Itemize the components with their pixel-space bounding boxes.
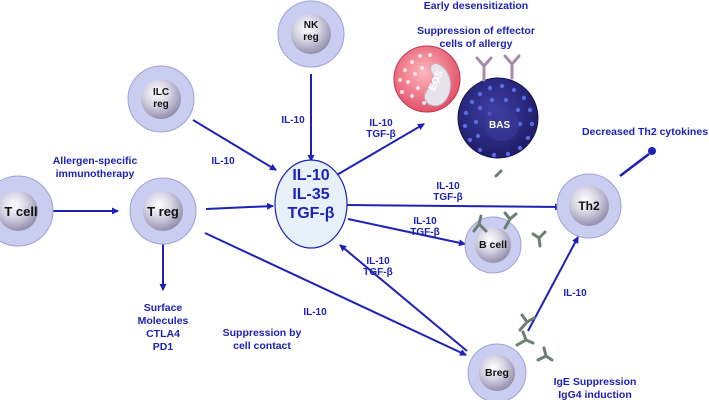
cell-t-reg: [129, 177, 197, 245]
arrow-center-to-effectors: [334, 123, 425, 177]
center-cytokine-il35: IL-35: [292, 186, 330, 203]
arrows: [36, 74, 656, 356]
suppression-contact-line1: Suppression by: [222, 327, 302, 339]
arrow-ilc-to-center: [192, 119, 277, 171]
arrow-label-bcell-line1: IL-10: [413, 216, 437, 227]
suppression-contact-line2: cell contact: [233, 340, 291, 352]
igg4-induction-line2: IgG4 induction: [558, 389, 632, 401]
eosinophil-cell: [393, 45, 461, 113]
center-cytokine-il10: IL-10: [292, 167, 330, 184]
arrow-label-treg-breg-il10: IL-10: [303, 307, 327, 318]
arrow-treg-to-center: [205, 202, 274, 210]
surface-molecules-line1: Surface: [143, 302, 183, 314]
ilc-reg-label-line2: reg: [153, 99, 169, 110]
suppression-effector-line1: Suppression of effector: [417, 25, 535, 37]
arrow-breg-to-th2: [527, 236, 579, 332]
decreased-th2-label: Decreased Th2 cytokines: [581, 126, 709, 138]
suppression-effector-line2: cells of allergy: [439, 38, 513, 50]
arrow-label-effectors-line2: TGF-β: [366, 129, 396, 140]
surface-molecules-line2: Molecules: [137, 315, 189, 327]
inhibition-line-th2-cytokines: [619, 153, 650, 177]
arrow-label-bcell-line2: TGF-β: [410, 227, 440, 238]
ige-suppression-line1: IgE Suppression: [553, 376, 637, 388]
cell-th2: [556, 173, 622, 239]
arrow-label-ilc-il10: IL-10: [211, 156, 235, 167]
center-cytokine-tgfb: TGF-β: [287, 205, 335, 222]
arrow-treg-to-breg: [204, 232, 467, 356]
arrow-label-th2-line1: IL-10: [436, 181, 460, 192]
arrow-center-to-bcell: [347, 218, 466, 247]
cell-breg: [467, 343, 527, 400]
t-reg-label: T reg: [147, 204, 179, 219]
th2-label: Th2: [578, 199, 600, 213]
cytokine-ellipse: [274, 159, 348, 249]
surface-molecules-line4: PD1: [152, 341, 174, 353]
arrow-label-nk-il10: IL-10: [281, 115, 305, 126]
basophil-cell: [457, 77, 539, 159]
nk-reg-label-line2: reg: [303, 32, 319, 43]
cell-t-cell: [0, 175, 54, 247]
arrow-label-effectors-line1: IL-10: [369, 118, 393, 129]
surface-molecules-line3: CTLA4: [146, 328, 180, 340]
breg-label: Breg: [485, 367, 509, 379]
t-cell-label: T cell: [4, 204, 38, 219]
arrow-label-breg-line1: IL-10: [366, 256, 390, 267]
early-desensitization-label: Early desensitization: [423, 0, 529, 12]
cell-b-cell: [464, 216, 522, 274]
nk-reg-label-line1: NK: [303, 20, 319, 31]
cell-nk-reg: [277, 0, 345, 68]
bas-label: BAS: [489, 120, 511, 131]
cell-ilc-reg: [127, 65, 195, 133]
ilc-reg-label-line1: ILC: [152, 87, 170, 98]
arrow-label-th2-line2: TGF-β: [433, 192, 463, 203]
arrow-center-to-th2: [346, 203, 562, 211]
antibody-icons: [472, 54, 554, 362]
allergen-immunotherapy-line1: Allergen-specific: [52, 155, 138, 167]
allergen-immunotherapy-line2: immunotherapy: [55, 168, 135, 180]
b-cell-label: B cell: [478, 239, 507, 251]
inhibition-dot: [648, 147, 656, 155]
arrow-label-breg-th2-il10: IL-10: [563, 288, 587, 299]
arrow-label-breg-line2: TGF-β: [363, 267, 393, 278]
arrow-breg-to-center: [339, 244, 468, 352]
